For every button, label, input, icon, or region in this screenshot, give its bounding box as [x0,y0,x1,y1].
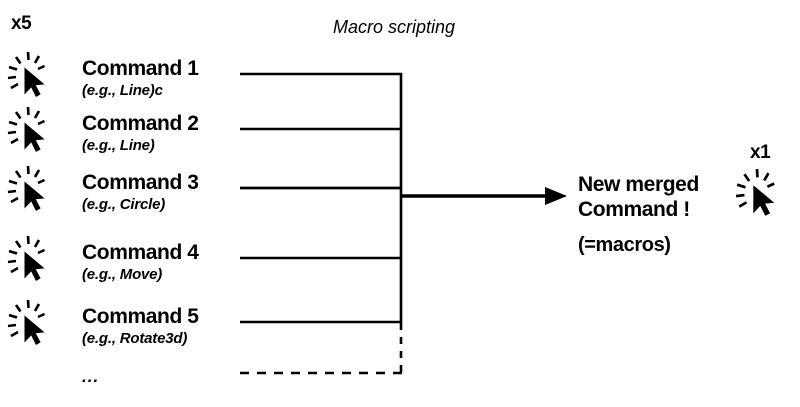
command-title: Command 2 [82,112,199,135]
diagram-title: Macro scripting [333,17,456,37]
command-title: Command 1 [82,57,199,80]
click-cursor-icon [6,299,52,347]
merge-arrow-head [545,187,567,205]
commands-ellipsis: ... [82,367,100,386]
command-title: Command 5 [82,305,199,328]
command-example: (e.g., Move) [82,266,163,283]
merged-command-title-line1: New merged [578,173,699,196]
click-cursor-icon [6,106,52,154]
right-multiplier-label: x1 [750,142,771,163]
command-row: Command 5 (e.g., Rotate3d) [0,299,250,364]
merged-command-subtitle: (=macros) [578,234,671,256]
click-cursor-icon [6,235,52,283]
command-row: Command 3 (e.g., Circle) [0,165,250,230]
command-title: Command 3 [82,171,199,194]
command-example: (e.g., Rotate3d) [82,330,188,347]
click-cursor-icon [6,165,52,213]
command-row: Command 1 (e.g., Line)c [0,51,250,116]
click-cursor-icon [734,168,782,218]
command-title: Command 4 [82,241,199,264]
command-example: (e.g., Line)c [82,82,163,99]
command-example: (e.g., Line) [82,137,155,154]
merged-command-title-line2: Command ! [578,198,690,221]
command-example: (e.g., Circle) [82,196,166,213]
left-multiplier-label: x5 [11,13,32,34]
click-cursor-icon [6,51,52,99]
command-row: Command 4 (e.g., Move) [0,235,250,300]
command-row: Command 2 (e.g., Line) [0,106,250,171]
